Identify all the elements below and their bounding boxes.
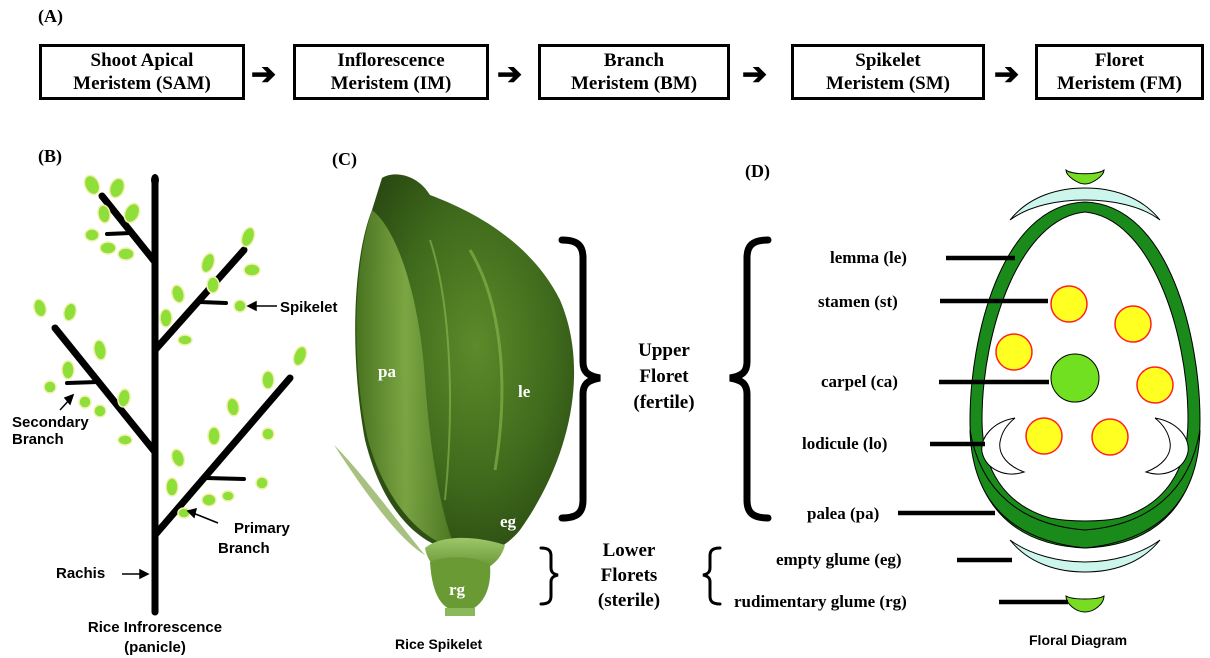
primary-branch-label-1: Primary (218, 519, 290, 539)
panicle-caption-2: (panicle) (60, 638, 250, 658)
label-lemma: lemma (le) (830, 248, 907, 268)
upper-floret-label-3: (fertile) (604, 390, 724, 416)
upper-floret-bracket-d (730, 240, 768, 518)
label-lodicule: lodicule (lo) (802, 434, 887, 454)
panel-b-label: (B) (38, 146, 62, 167)
label-stamen: stamen (st) (818, 292, 898, 312)
upper-floret-label-1: Upper (604, 338, 724, 364)
spikelet-label: Spikelet (280, 299, 338, 316)
secondary-branch-label: Secondary Branch (12, 414, 89, 448)
rachis-label: Rachis (56, 565, 105, 582)
spikelet-caption: Rice Spikelet (395, 636, 482, 652)
upper-floret-label: Upper Floret (fertile) (604, 338, 724, 416)
secondary-branch-label-1: Secondary (12, 414, 89, 431)
panel-d-label: (D) (745, 161, 770, 182)
label-pa: pa (378, 362, 396, 382)
label-eg: eg (500, 512, 516, 532)
branch-top-right (155, 250, 244, 350)
carpel-circle (1051, 354, 1099, 402)
floral-diagram (970, 170, 1200, 612)
label-le: le (518, 382, 530, 402)
label-palea: palea (pa) (807, 504, 879, 524)
lower-floret-label-2: Florets (567, 563, 691, 588)
label-empty-glume: empty glume (eg) (776, 550, 902, 570)
top-rg-shape (1066, 170, 1104, 184)
upper-floret-label-2: Floret (604, 364, 724, 390)
panicle-caption-1: Rice Infrorescence (60, 618, 250, 638)
lower-floret-bracket-d (703, 548, 720, 604)
lower-floret-bracket (541, 548, 558, 604)
primary-branch-label-2: Branch (218, 539, 290, 559)
lower-floret-label: Lower Florets (sterile) (567, 538, 691, 613)
label-carpel: carpel (ca) (821, 372, 898, 392)
floral-diagram-caption: Floral Diagram (1029, 632, 1127, 648)
label-rg: rg (449, 580, 465, 600)
primary-branch-label: Primary Branch (218, 519, 290, 559)
lower-floret-label-3: (sterile) (567, 588, 691, 613)
spikelet-photo (334, 174, 574, 616)
rachis-tip (151, 174, 159, 186)
secondary-branch-label-2: Branch (12, 431, 89, 448)
bottom-rg-shape (1066, 596, 1104, 612)
panel-c-label: (C) (332, 149, 357, 170)
label-rudimentary-glume: rudimentary glume (rg) (734, 592, 907, 612)
panicle-caption: Rice Infrorescence (panicle) (60, 618, 250, 658)
lower-floret-label-1: Lower (567, 538, 691, 563)
